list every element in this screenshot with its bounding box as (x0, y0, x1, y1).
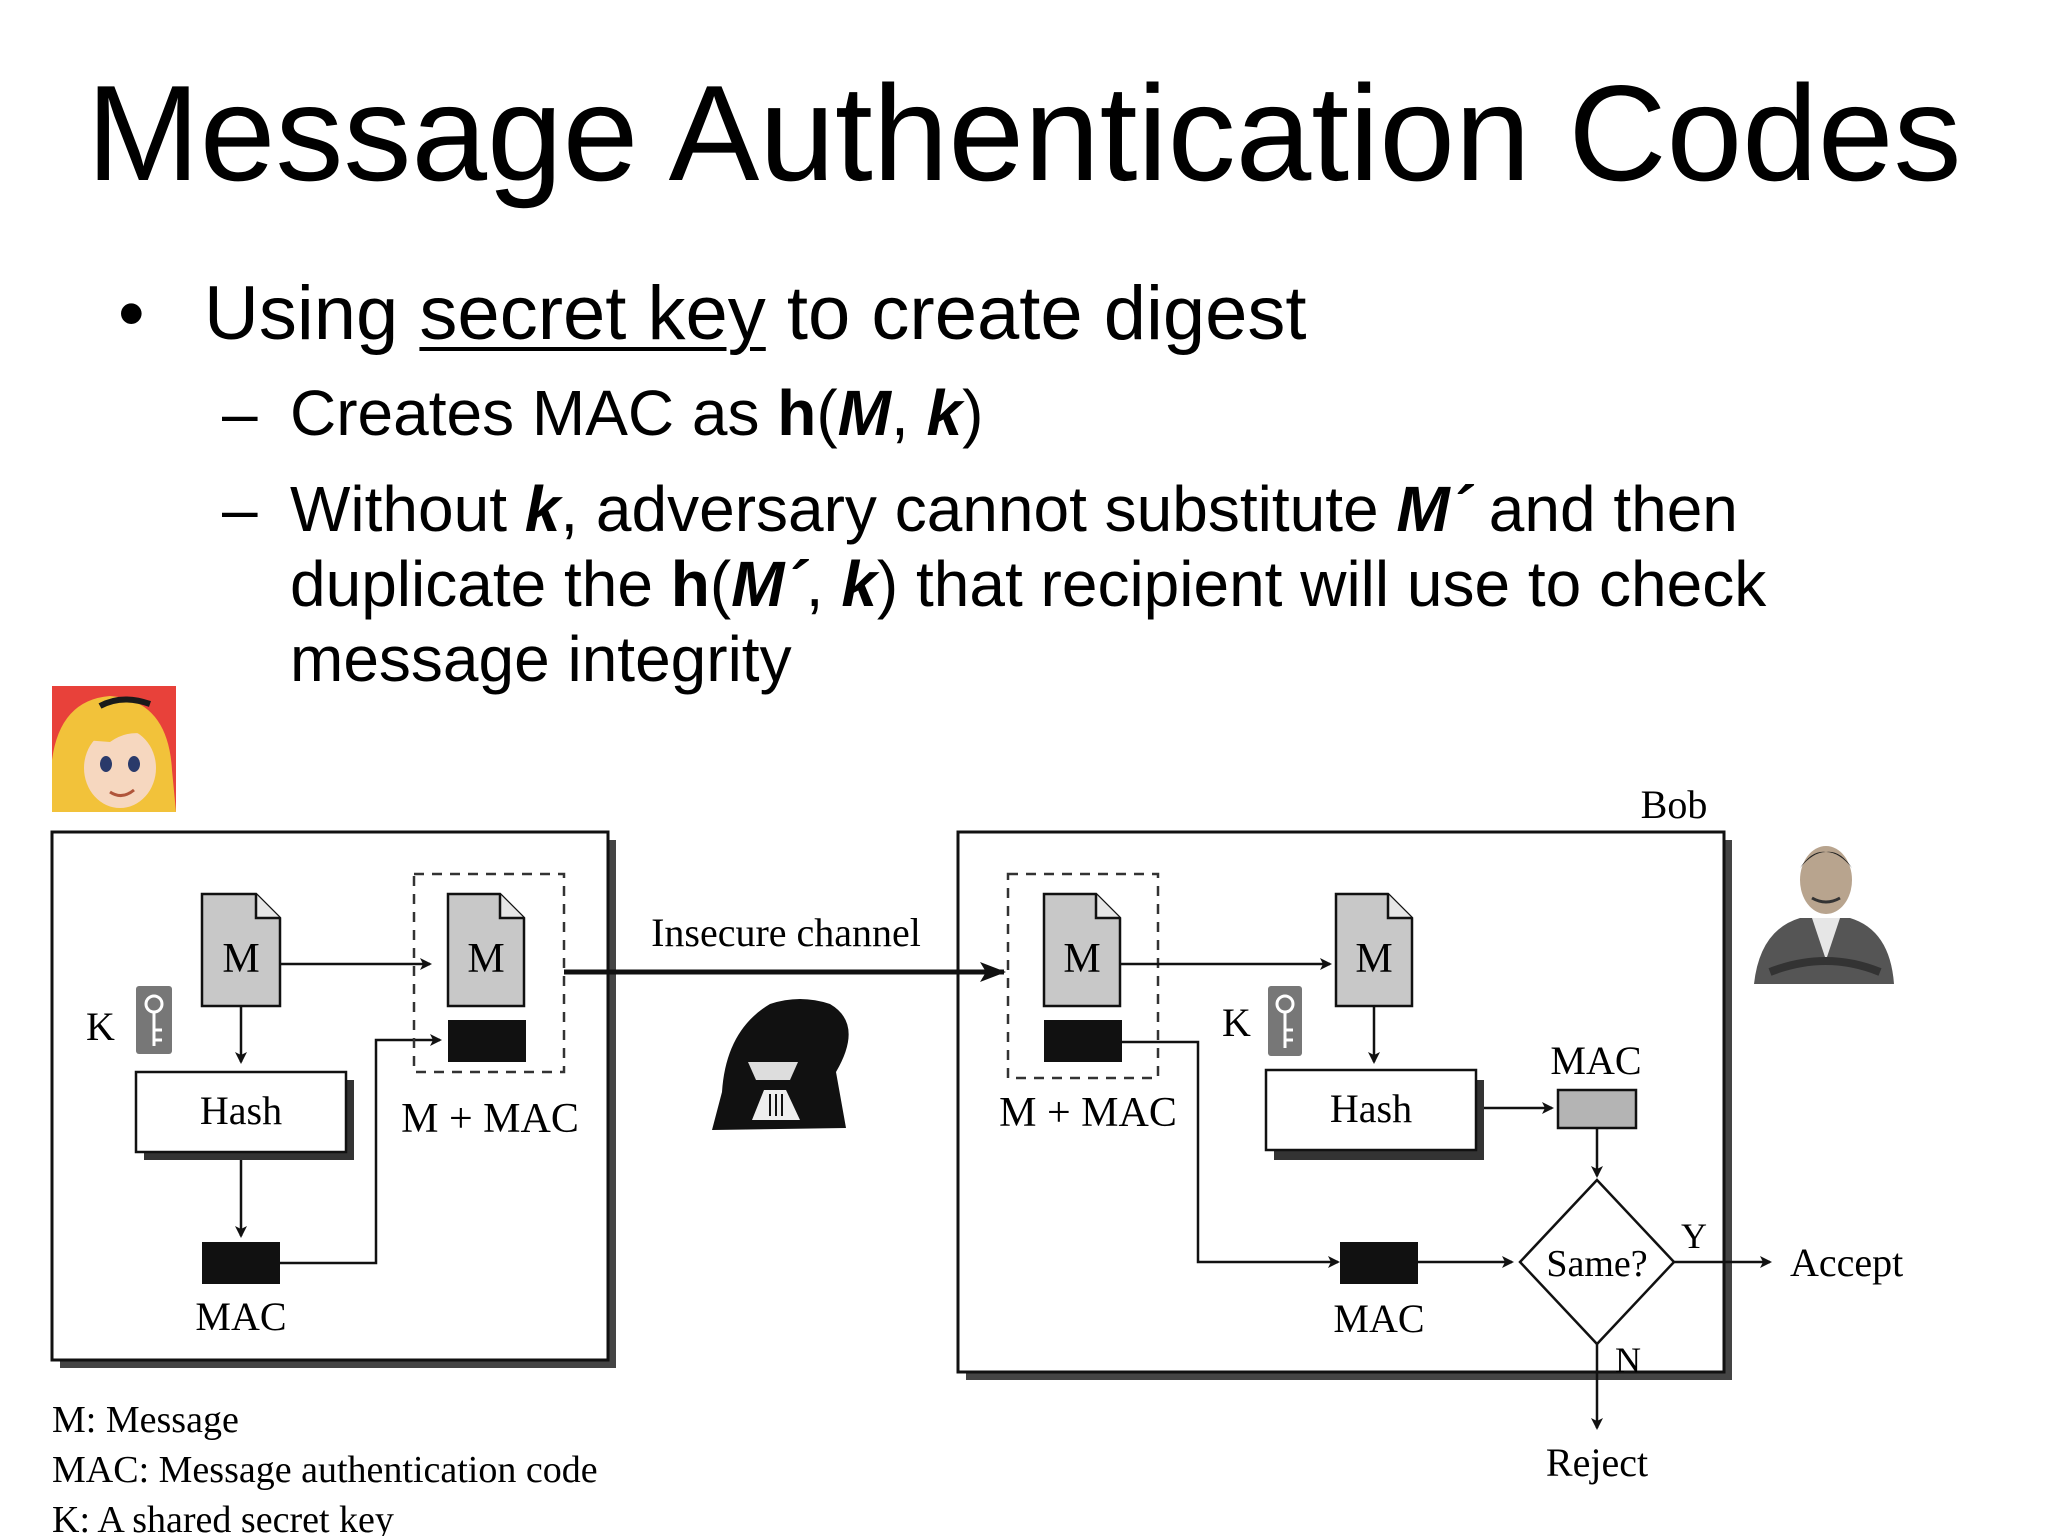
receiver-reject-label: Reject (1546, 1440, 1648, 1485)
receiver-key-icon (1268, 986, 1302, 1056)
insecure-channel-label: Insecure channel (651, 910, 921, 955)
receiver-document-icon (1334, 892, 1414, 1008)
sender-document-label: M (222, 936, 259, 982)
bullet-text-underlined: secret key (419, 271, 766, 356)
receiver-computed-mac-block (1556, 1088, 1638, 1130)
sub2-text-6: message integrity (290, 623, 792, 695)
sub-bullet-dash: – (222, 473, 258, 545)
sub1-m: M (837, 377, 891, 449)
receiver-accept-label: Accept (1790, 1240, 1903, 1285)
sub2-m1: M´ (1396, 473, 1471, 545)
receiver-received-mac-label: MAC (1333, 1296, 1424, 1341)
sender-mac-label: MAC (195, 1294, 286, 1339)
sub1-comma: , (890, 377, 927, 449)
sub1-paren-open: ( (816, 377, 838, 449)
sub-bullet-dash: – (222, 377, 258, 449)
receiver-package-label: M + MAC (999, 1090, 1177, 1136)
receiver-name: Bob (1641, 782, 1708, 827)
sender-mac-block (202, 1242, 280, 1284)
sub1-k: k (926, 377, 963, 449)
receiver-document-label: M (1355, 936, 1392, 982)
sender-key-label: K (86, 1004, 115, 1049)
sender-document-icon (200, 892, 282, 1008)
receiver-key-label: K (1222, 1000, 1251, 1045)
receiver-computed-mac-label: MAC (1550, 1038, 1641, 1083)
sub2-h: h (670, 548, 710, 620)
sub2-text-2: , adversary cannot substitute (560, 473, 1397, 545)
receiver-package-mac-block (1044, 1020, 1122, 1062)
sub-bullet-2: –Without k, adversary cannot substitute … (222, 470, 1738, 548)
sender-package-document-label: M (467, 936, 504, 982)
alice-image (52, 686, 176, 812)
sub-bullet-2-line-2: duplicate the h(M´, k) that recipient wi… (290, 545, 1766, 623)
receiver-hash-box (1264, 1068, 1484, 1160)
sender-hash-box (134, 1070, 354, 1160)
sub2-k2: k (841, 548, 877, 620)
sub1-h: h (777, 377, 817, 449)
receiver-no-label: N (1615, 1340, 1641, 1380)
darth-vader-image (712, 999, 849, 1130)
sub-bullet-1: –Creates MAC as h(M, k) (222, 374, 983, 452)
bob-image (1752, 840, 1894, 986)
sub-bullet-2-line-3: message integrity (290, 620, 792, 698)
sub2-m2: M´ (731, 548, 806, 620)
sub1-paren-close: ) (962, 377, 984, 449)
bullet-marker: • (118, 271, 145, 356)
sender-hash-label: Hash (200, 1088, 282, 1133)
sub2-k1: k (524, 473, 561, 545)
sender-package-document-icon (446, 892, 526, 1008)
bullet-text-pre: Using (204, 271, 420, 356)
sub2-text-4: duplicate the (290, 548, 671, 620)
slide-title: Message Authentication Codes (86, 57, 1962, 209)
sub2-text-1: Without (290, 473, 525, 545)
receiver-package-outline (1006, 872, 1160, 1080)
receiver-hash-label: Hash (1330, 1086, 1412, 1131)
sub1-text: Creates MAC as (290, 377, 778, 449)
sender-package-label: M + MAC (401, 1096, 579, 1142)
sub2-paren-open: ( (709, 548, 732, 620)
receiver-package-document-label: M (1063, 936, 1100, 982)
receiver-package-document-icon (1042, 892, 1122, 1008)
legend-item: K: A shared secret key (52, 1499, 394, 1536)
mac-diagram: M K Hash MAC M M + MAC Insecure channel … (50, 686, 1903, 1536)
sender-key-icon (136, 986, 172, 1054)
legend-item: M: Message (52, 1399, 239, 1441)
sub2-comma: , (805, 548, 842, 620)
bullet-text-post: to create digest (765, 271, 1307, 356)
receiver-decision-label: Same? (1546, 1243, 1647, 1285)
sub2-text-5: ) that recipient will use to check (876, 548, 1767, 620)
legend-item: MAC: Message authentication code (52, 1449, 598, 1491)
receiver-yes-label: Y (1681, 1216, 1707, 1256)
sub2-text-3: and then (1470, 473, 1738, 545)
bullet-line: • Using secret key to create digest (118, 270, 1307, 358)
sender-package-outline (412, 872, 566, 1074)
sender-package-mac-block (448, 1020, 526, 1062)
receiver-received-mac-block (1340, 1242, 1418, 1284)
